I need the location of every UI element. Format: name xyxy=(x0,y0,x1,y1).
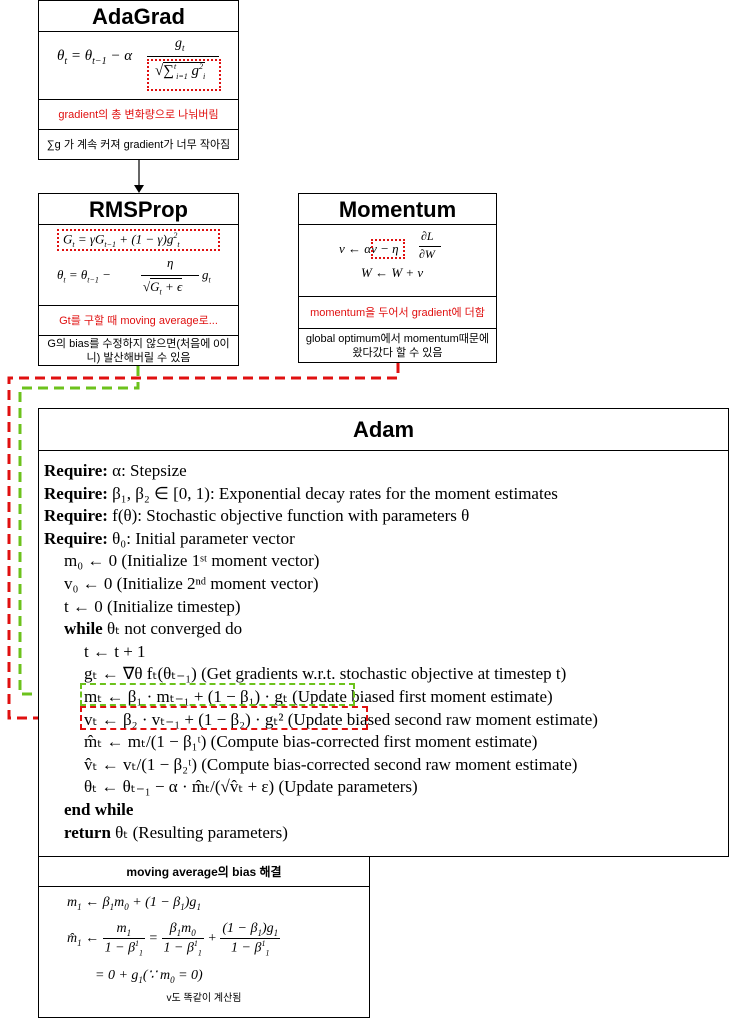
algo-line: Require: β₁, β₂ ∈ [0, 1): Exponential de… xyxy=(44,483,558,503)
algo-line: end while xyxy=(64,799,134,819)
bias-title: moving average의 bias 해결 xyxy=(39,857,369,887)
adagrad-note-red: gradient의 총 변화량으로 나눠버림 xyxy=(39,99,238,129)
bias-note: v도 똑같이 계산됨 xyxy=(166,993,242,1004)
algo-line: gₜ ← ∇θ fₜ(θₜ₋₁) (Get gradients w.r.t. s… xyxy=(84,664,567,684)
algo-line: v̂ₜ ← vₜ/(1 − β₂ᵗ) (Compute bias-correct… xyxy=(84,754,578,774)
algo-line: t ← 0 (Initialize timestep) xyxy=(64,596,241,616)
algo-line: m̂ₜ ← mₜ/(1 − β₁ᵗ) (Compute bias-correct… xyxy=(84,732,538,752)
algo-line-vt: vₜ ← β₂ · vₜ₋₁ + (1 − β₂) · gₜ² (Update … xyxy=(84,709,598,729)
adagrad-note: ∑g 가 계속 커져 gradient가 너무 작아짐 xyxy=(39,129,238,159)
algo-line: v₀ ← 0 (Initialize 2ⁿᵈ moment vector) xyxy=(64,573,319,593)
momentum-box: Momentum v ← αv − η ∂L ∂W W ← W + v mome… xyxy=(298,193,497,363)
algo-line: while θₜ not converged do xyxy=(64,619,243,639)
rmsprop-formula: Gt = γGt−1 + (1 − γ)g2t θt = θt−1 − η √G… xyxy=(39,225,238,305)
red-connector xyxy=(7,363,400,720)
rmsprop-box: RMSProp Gt = γGt−1 + (1 − γ)g2t θt = θt−… xyxy=(38,193,239,366)
algo-line: θₜ ← θₜ₋₁ − α · m̂ₜ/(√v̂ₜ + ε) (Update p… xyxy=(84,777,418,797)
algo-line: Require: θ₀: Initial parameter vector xyxy=(44,528,295,548)
algo-line: Require: α: Stepsize xyxy=(44,461,187,480)
algo-line: t ← t + 1 xyxy=(84,641,146,661)
momentum-formula: v ← αv − η ∂L ∂W W ← W + v xyxy=(299,225,496,300)
adagrad-to-rmsprop-arrow xyxy=(134,159,144,193)
adam-box: Adam xyxy=(38,408,729,857)
adagrad-box: AdaGrad θt = θt−1 − α gt √∑ti=1 g2i grad… xyxy=(38,0,239,160)
momentum-highlight xyxy=(371,239,405,259)
rmsprop-highlight xyxy=(57,229,220,251)
momentum-title: Momentum xyxy=(299,194,496,225)
momentum-note: global optimum에서 momentum때문에 왔다갔다 할 수 있음 xyxy=(299,328,496,362)
algo-line: m₀ ← 0 (Initialize 1ˢᵗ moment vector) xyxy=(64,551,320,571)
rmsprop-note-red: Gt를 구할 때 moving average로... xyxy=(39,305,238,335)
algo-line-mt: mₜ ← β₁ · mₜ₋₁ + (1 − β₁) · gₜ (Update b… xyxy=(84,686,553,706)
adagrad-title: AdaGrad xyxy=(39,1,238,32)
algo-line: Require: f(θ): Stochastic objective func… xyxy=(44,506,470,526)
adam-title: Adam xyxy=(39,409,728,451)
adam-algorithm: Require: α: Stepsize Require: β₁, β₂ ∈ [… xyxy=(44,460,598,844)
bias-box: moving average의 bias 해결 m1 ← β1m0 + (1 −… xyxy=(38,857,370,1018)
mt-highlight xyxy=(80,683,355,706)
adagrad-highlight xyxy=(147,59,221,91)
rmsprop-note: G의 bias를 수정하지 않으면(처음에 0이니) 발산해버릴 수 있음 xyxy=(39,335,238,365)
momentum-note-red: momentum을 두어서 gradient에 더함 xyxy=(299,296,496,328)
adagrad-formula: θt = θt−1 − α gt √∑ti=1 g2i xyxy=(39,32,238,99)
rmsprop-title: RMSProp xyxy=(39,194,238,225)
vt-highlight xyxy=(80,706,368,730)
algo-line: return θₜ (Resulting parameters) xyxy=(64,822,288,842)
